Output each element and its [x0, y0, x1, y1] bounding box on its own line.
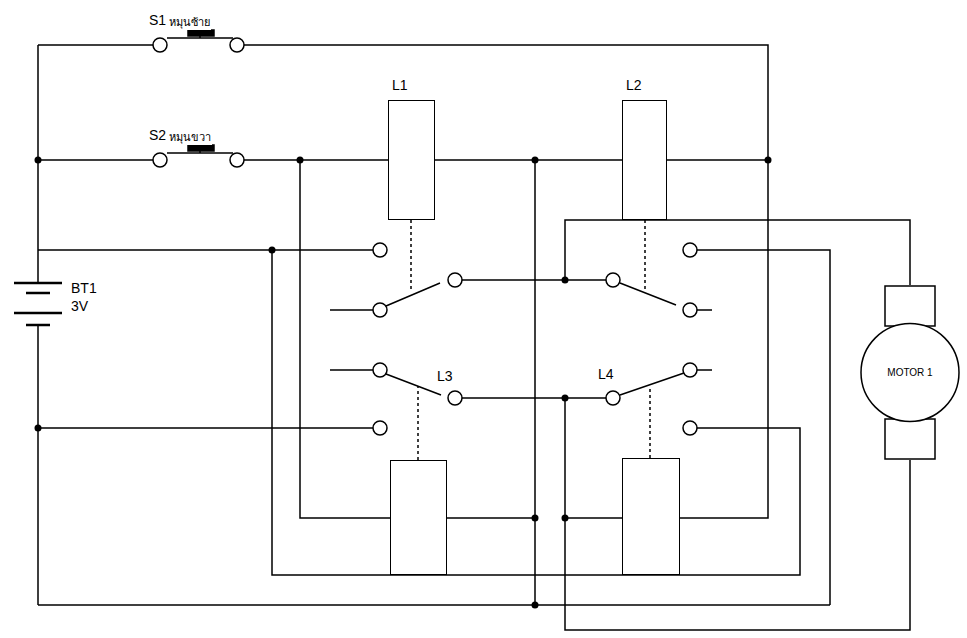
wire — [38, 604, 830, 606]
motor-label: MOTOR 1 — [887, 367, 932, 379]
relay-coil: L1 — [388, 100, 435, 220]
push-button-cap — [188, 145, 214, 151]
push-button-cap — [188, 30, 214, 36]
junction-dots — [35, 157, 772, 609]
relay-coil: L2 — [622, 100, 667, 220]
wire — [38, 159, 768, 161]
relay-label: L2 — [625, 77, 643, 93]
relay-link — [410, 220, 412, 292]
relay-label: L3 — [436, 368, 454, 384]
relay-coil: L3 — [390, 460, 447, 575]
battery-symbol — [14, 283, 62, 325]
wire — [38, 250, 373, 428]
part-label: S2 — [148, 127, 167, 143]
part-label: BT1 — [70, 280, 98, 296]
part-label: หมุนซ้าย — [168, 14, 211, 30]
wire — [38, 45, 768, 160]
relay-link — [417, 386, 419, 460]
part-label: หมุนขวา — [168, 129, 212, 145]
relay-contact-l3 — [330, 370, 606, 398]
part-label: 3V — [70, 298, 89, 314]
relay-link — [649, 386, 651, 458]
relay-contact-l1 — [330, 280, 606, 310]
contact-terminals — [153, 38, 697, 435]
relay-coil: L4 — [622, 458, 680, 575]
relay-link — [644, 220, 646, 292]
push-button-s2 — [167, 146, 233, 153]
wire — [565, 220, 910, 630]
relay-label: L4 — [597, 366, 615, 382]
motor-symbol: MOTOR 1 — [860, 285, 960, 460]
push-button-s1 — [167, 31, 233, 38]
relay-label: L1 — [391, 77, 409, 93]
part-label: S1 — [148, 12, 167, 28]
relay-contact-l4 — [272, 250, 800, 575]
wire — [300, 160, 768, 605]
